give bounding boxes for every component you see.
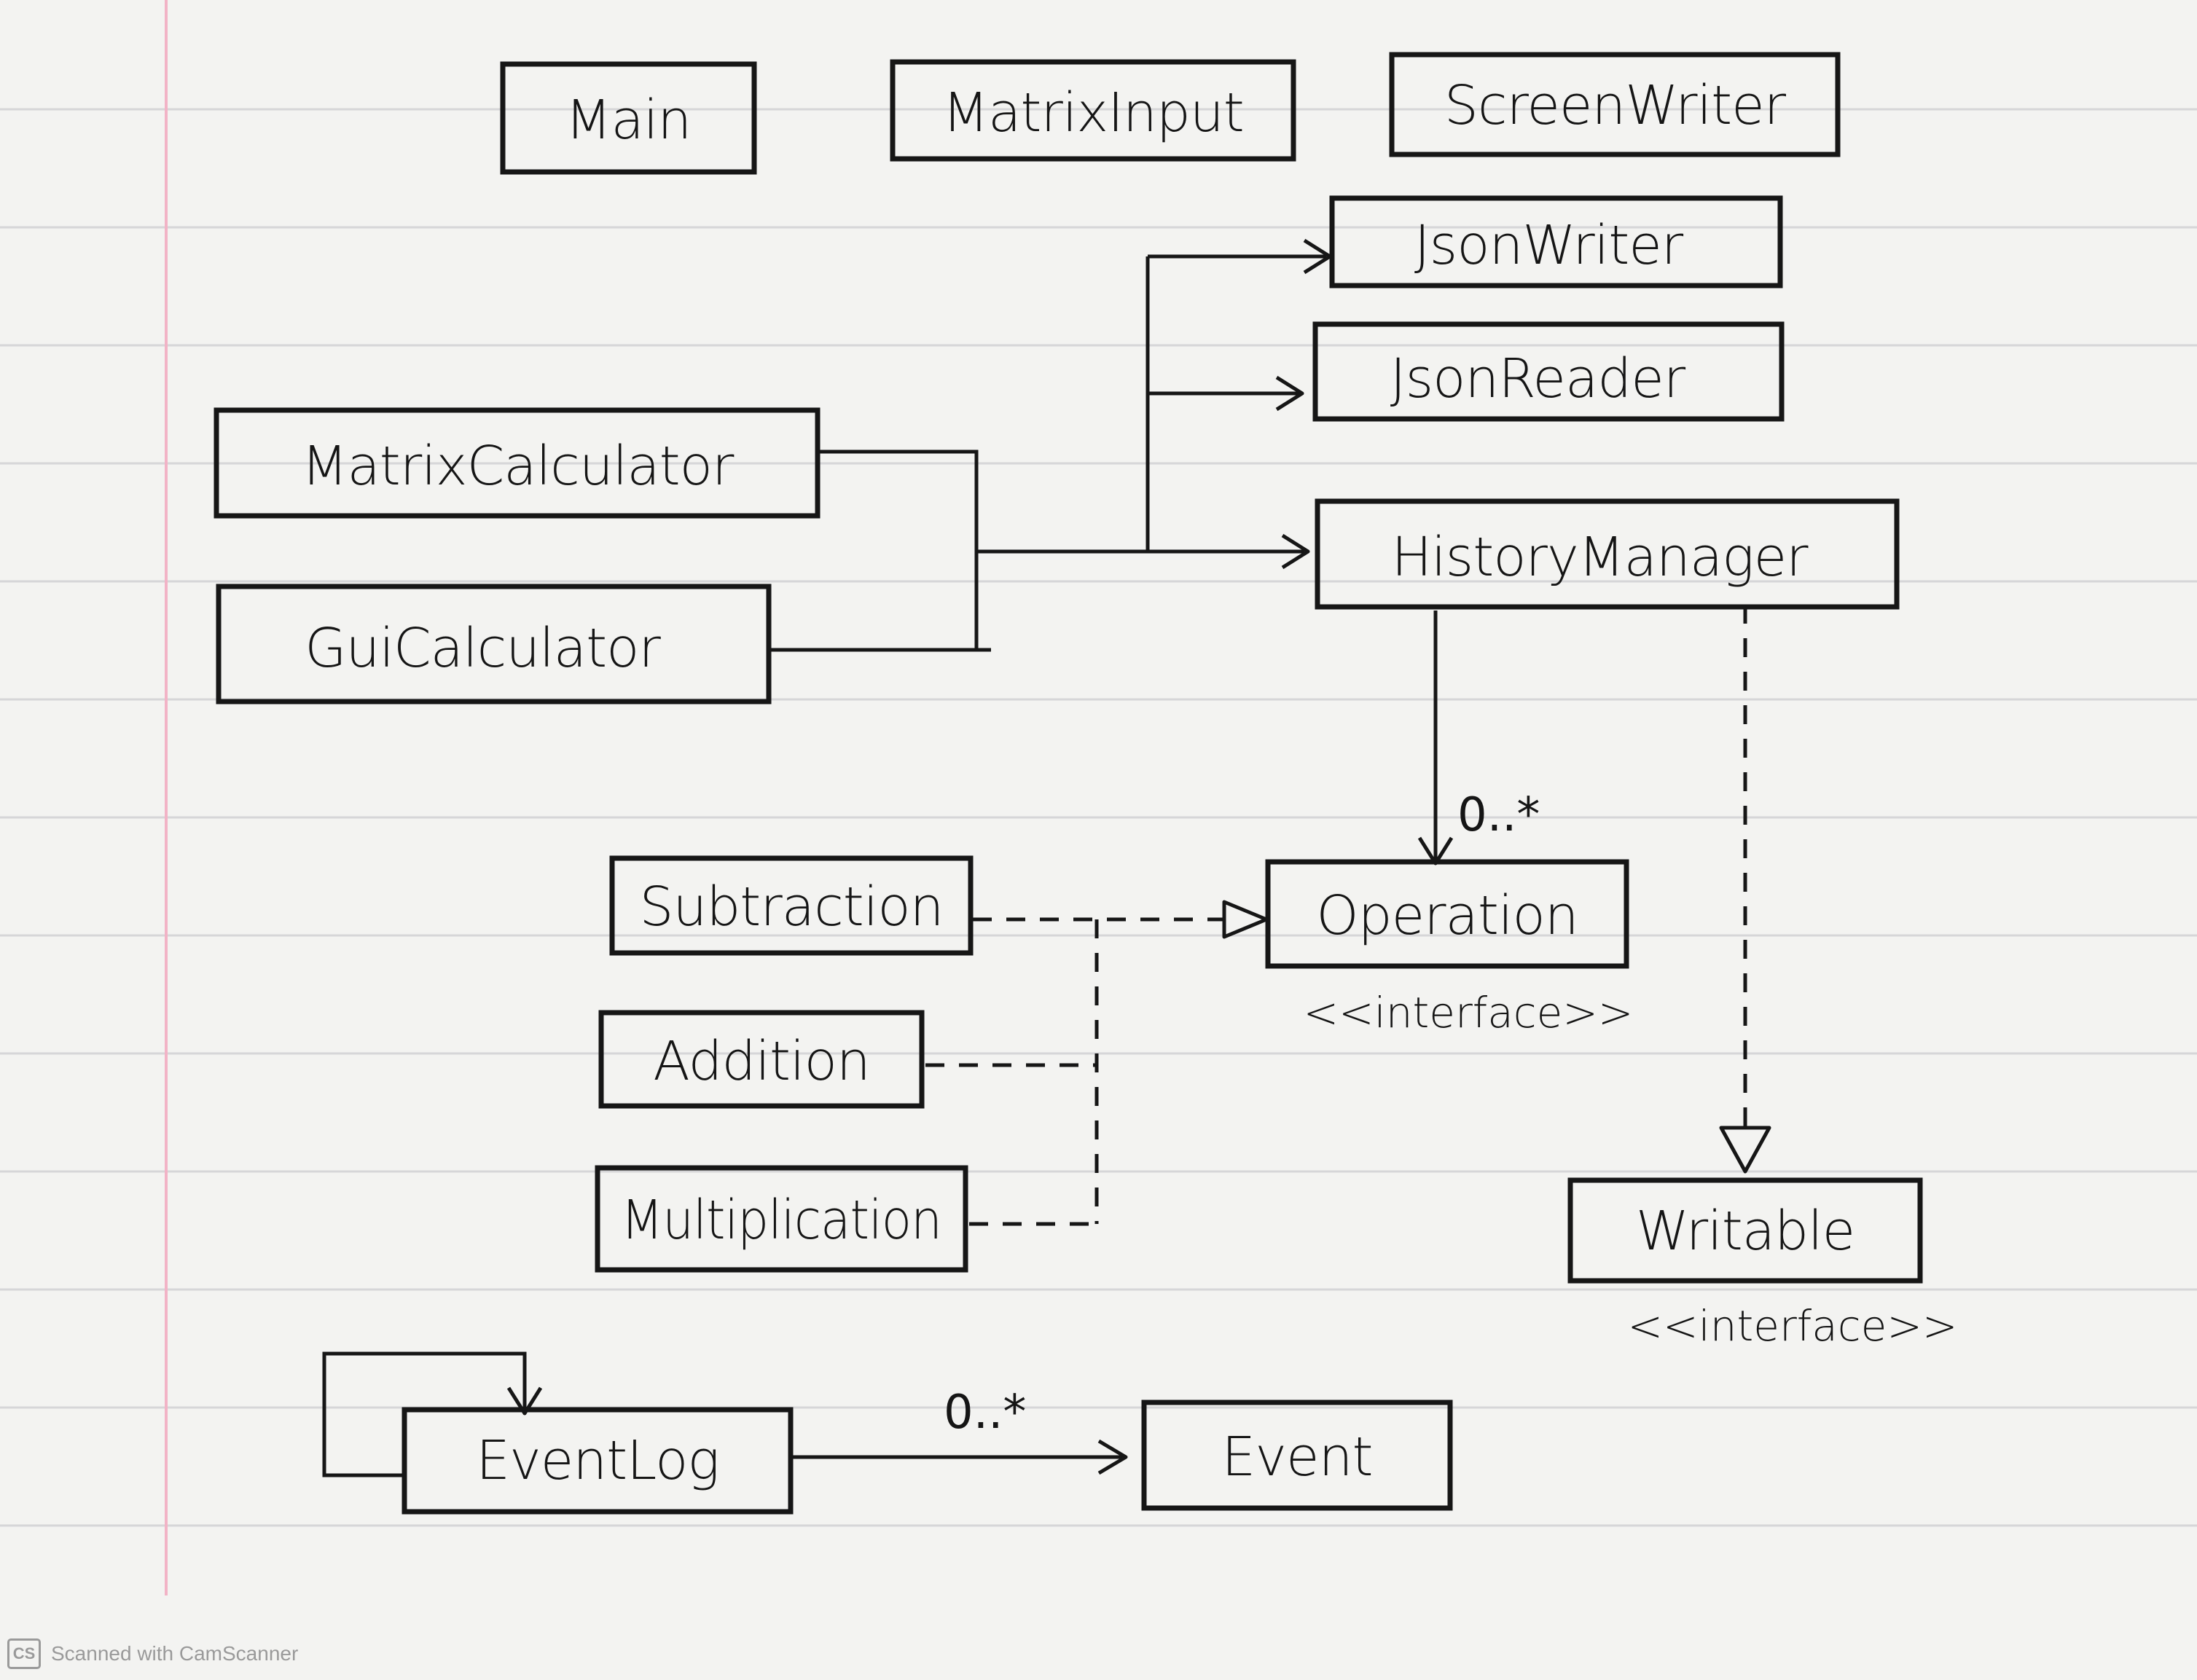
class-jsonwriter-label: JsonWriter	[1414, 214, 1684, 277]
class-multiplication: Multiplication	[595, 1165, 968, 1273]
class-operation-label: Operation	[1316, 884, 1578, 947]
matrixcalculator-connector	[818, 450, 979, 648]
class-guicalculator: GuiCalculator	[216, 584, 772, 704]
class-operation: Operation <<interface>>	[1265, 859, 1634, 1037]
class-writable-label: Writable	[1636, 1200, 1855, 1263]
writable-stereotype: <<interface>>	[1627, 1301, 1957, 1351]
realizations	[925, 605, 1771, 1226]
class-event-label: Event	[1222, 1426, 1373, 1488]
scanner-watermark: CS Scanned with CamScanner	[7, 1638, 299, 1669]
class-screenwriter: ScreenWriter	[1389, 52, 1841, 157]
class-writable: Writable <<interface>>	[1567, 1177, 1958, 1351]
triangle-head-operation	[1222, 900, 1269, 939]
arrowhead-event	[1097, 1439, 1128, 1475]
class-jsonreader: JsonReader	[1312, 321, 1785, 422]
class-matrixinput: MatrixInput	[890, 59, 1296, 162]
camscanner-logo: CS	[7, 1638, 41, 1669]
multiplicity-history-operation: 0..*	[1457, 788, 1540, 842]
class-historymanager-label: HistoryManager	[1391, 526, 1809, 589]
class-main: Main	[500, 61, 757, 175]
class-matrixinput-label: MatrixInput	[942, 82, 1244, 144]
watermark-text: Scanned with CamScanner	[51, 1642, 299, 1665]
class-eventlog: EventLog	[402, 1407, 794, 1515]
class-matrixcalculator: MatrixCalculator	[214, 407, 821, 519]
class-jsonwriter: JsonWriter	[1329, 195, 1783, 288]
arrowhead-historymanager	[1281, 533, 1310, 570]
triangle-head-writable	[1719, 1126, 1771, 1174]
class-eventlog-label: EventLog	[476, 1429, 719, 1492]
arrowhead-eventlog-self	[506, 1386, 543, 1416]
class-matrixcalculator-label: MatrixCalculator	[302, 435, 735, 498]
class-event: Event	[1141, 1400, 1453, 1511]
class-subtraction: Subtraction	[609, 855, 974, 956]
operation-stereotype: <<interface>>	[1303, 988, 1633, 1037]
arrowhead-jsonreader	[1275, 375, 1304, 412]
class-screenwriter-label: ScreenWriter	[1444, 74, 1787, 137]
class-multiplication-label: Multiplication	[621, 1189, 941, 1252]
class-addition: Addition	[598, 1010, 925, 1109]
class-historymanager: HistoryManager	[1315, 498, 1900, 610]
class-subtraction-label: Subtraction	[639, 876, 943, 938]
class-guicalculator-label: GuiCalculator	[305, 617, 661, 680]
multiplicity-eventlog-event: 0..*	[944, 1386, 1026, 1440]
class-addition-label: Addition	[653, 1030, 870, 1093]
class-main-label: Main	[565, 89, 692, 152]
class-jsonreader-label: JsonReader	[1390, 348, 1686, 410]
eventlog-self-loop	[322, 1351, 527, 1477]
